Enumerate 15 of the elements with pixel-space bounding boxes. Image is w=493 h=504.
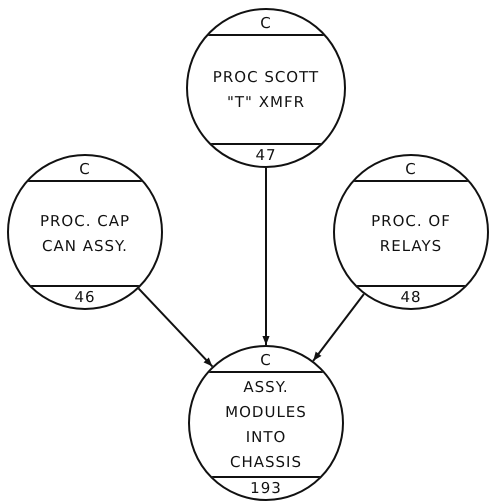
process-text: ASSY. MODULES INTO CHASSIS xyxy=(224,376,308,472)
category-letter: C xyxy=(260,12,272,34)
reference-number: 47 xyxy=(255,145,277,166)
category-letter: C xyxy=(79,158,91,180)
category-letter: C xyxy=(405,158,417,180)
arrow xyxy=(262,168,270,345)
reference-number: 193 xyxy=(250,478,282,499)
process-text: PROC. CAP CAN ASSY. xyxy=(38,210,132,256)
category-letter: C xyxy=(260,350,272,370)
process-text: PROC SCOTT "T" XMFR xyxy=(212,66,320,112)
arrow xyxy=(138,288,214,368)
reference-number: 48 xyxy=(400,287,422,308)
reference-number: 46 xyxy=(74,287,96,308)
arrow xyxy=(312,294,365,362)
process-text: PROC. OF RELAYS xyxy=(370,210,452,256)
